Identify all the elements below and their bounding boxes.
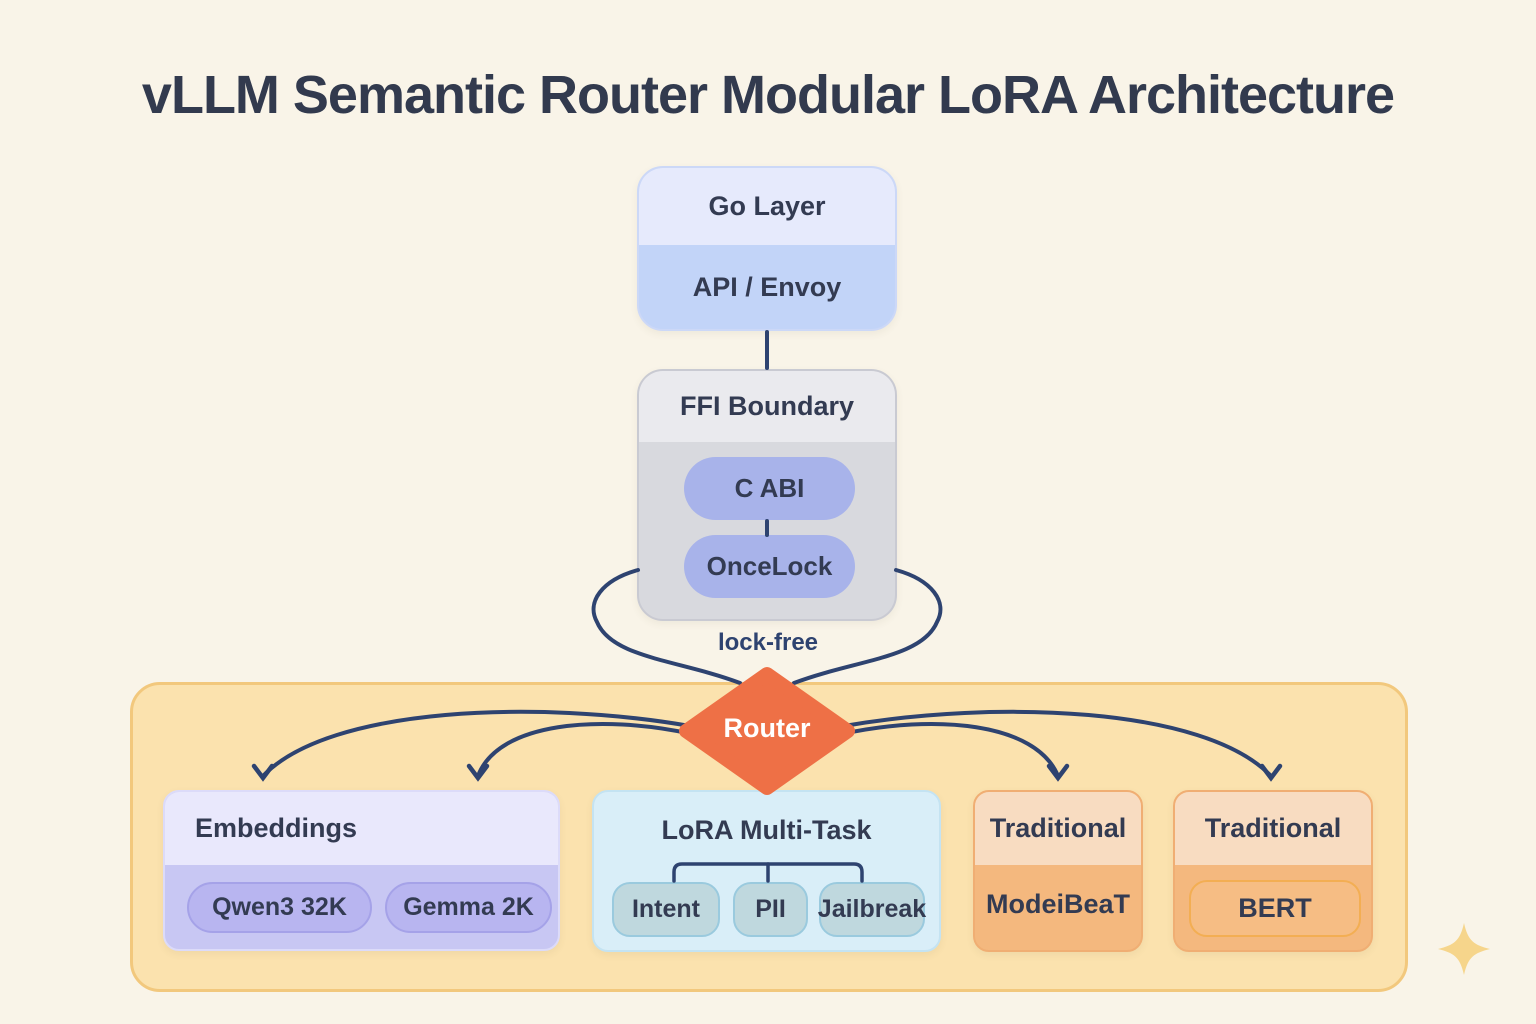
c-abi-pill: C ABI [684,457,855,520]
qwen3-pill: Qwen3 32K [187,882,372,933]
jailbreak-pill: Jailbreak [818,882,926,937]
modernbert-label: ModeiBeaT [985,889,1131,919]
go-layer-title: Go Layer [639,168,895,245]
lora-multitask-node: LoRA Multi-Task Intent PII Jailbreak [592,790,941,952]
traditional-right-node: Traditional BERT [1173,790,1373,952]
traditional-right-body: BERT [1175,865,1371,950]
traditional-right-title: Traditional [1175,792,1371,865]
intent-pill: Intent [612,882,720,937]
embeddings-node: Embeddings Qwen3 32K Gemma 2K [163,790,560,951]
ffi-boundary-node: FFI Boundary C ABI OnceLock [637,369,897,621]
sparkle-icon [1438,923,1490,975]
traditional-left-title: Traditional [975,792,1141,865]
gemma-pill: Gemma 2K [385,882,552,933]
lora-multitask-body: Intent PII Jailbreak [594,850,939,950]
traditional-left-node: Traditional ModeiBeaT [973,790,1143,952]
oncelock-pill: OnceLock [684,535,855,598]
pii-pill: PII [733,882,808,937]
page-title: vLLM Semantic Router Modular LoRA Archit… [141,65,1395,125]
embeddings-body: Qwen3 32K Gemma 2K [165,865,558,949]
ffi-boundary-title: FFI Boundary [639,371,895,442]
lora-multitask-title: LoRA Multi-Task [661,814,872,845]
lock-free-label: lock-free [717,629,819,656]
api-envoy-label: API / Envoy [692,271,842,302]
go-layer-node: Go Layer API / Envoy [637,166,897,331]
router-label: Router [723,713,811,743]
ffi-boundary-body: C ABI OnceLock [639,442,895,619]
traditional-left-body: ModeiBeaT [975,865,1141,950]
embeddings-title: Embeddings [165,792,558,865]
bert-pill: BERT [1189,880,1361,937]
